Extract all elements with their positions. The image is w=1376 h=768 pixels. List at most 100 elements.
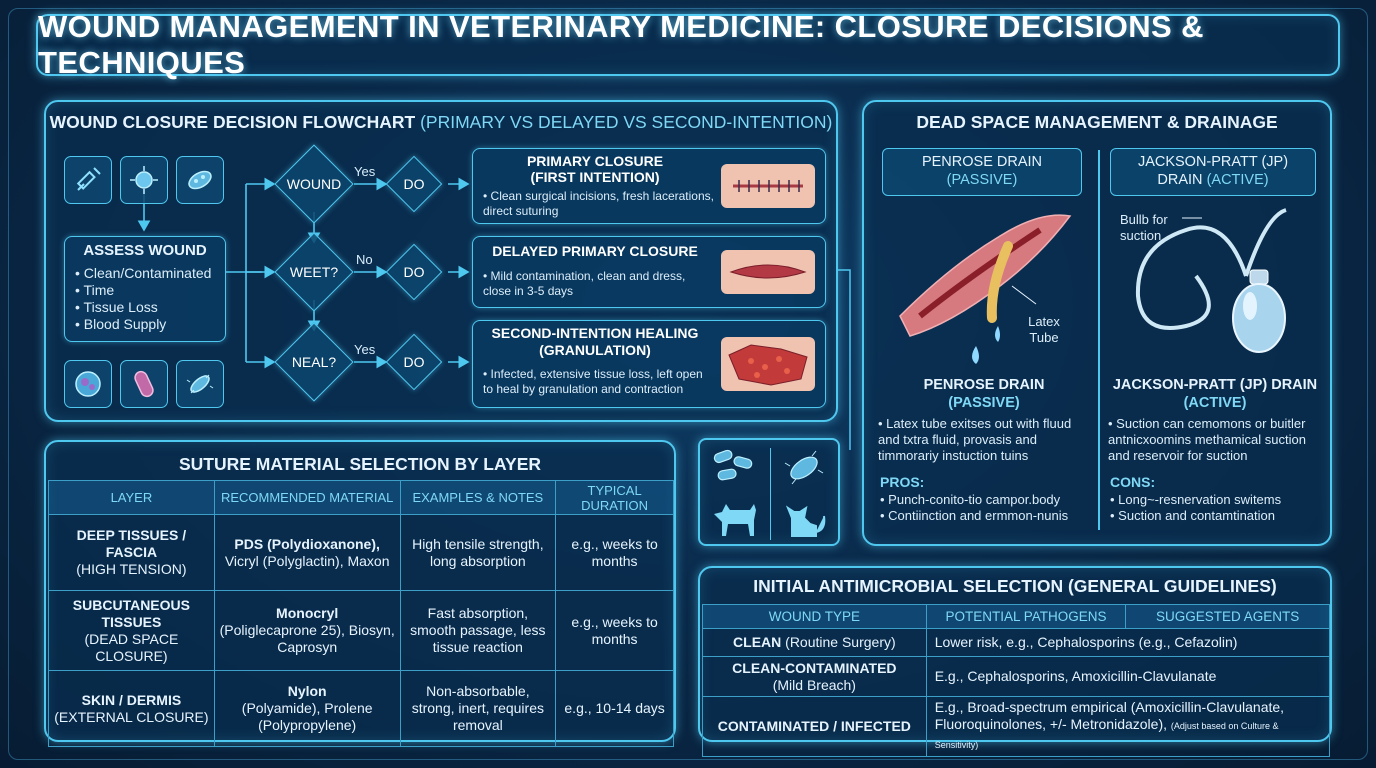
table-row: CLEAN (Routine Surgery) Lower risk, e.g.…	[702, 628, 1331, 657]
flowchart-title-main: WOUND CLOSURE DECISION FLOWCHART	[49, 112, 416, 132]
assess-wound-list: Clean/Contaminated Time Tissue Loss Bloo…	[65, 265, 225, 333]
granulation-wound-image	[721, 337, 815, 391]
granulation-thumb	[721, 337, 815, 391]
penrose-description: • Latex tube exitses out with fluud and …	[878, 416, 1072, 463]
decision-label-weet: WEET?	[289, 264, 339, 280]
drain-divider	[1098, 150, 1100, 530]
material-main: Monocryl	[276, 605, 339, 621]
layer-sub: (EXTERNAL CLOSURE)	[54, 708, 209, 725]
flagellate-tile	[176, 360, 224, 408]
penrose-callout: Latex Tube	[1028, 314, 1060, 345]
panel-connector	[838, 269, 851, 450]
assess-wound-box: ASSESS WOUND Clean/Contaminated Time Tis…	[64, 236, 226, 342]
open-wound-image	[721, 250, 815, 294]
antimicrobial-header-cell: POTENTIAL PATHOGENS	[925, 604, 1127, 629]
flowchart-subtitle: (PRIMARY VS DELAYED VS SECOND-INTENTION)	[420, 112, 833, 132]
penrose-head: PENROSE DRAIN (PASSIVE)	[882, 148, 1082, 196]
material-cell: Monocryl(Poliglecaprone 25), Biosyn, Cap…	[213, 590, 401, 671]
dead-space-title: DEAD SPACE MANAGEMENT & DRAINAGE	[916, 112, 1278, 132]
agents-cell: E.g., Broad-spectrum empirical (Amoxicil…	[925, 696, 1331, 757]
jp-callout: Bullb for suction	[1120, 212, 1168, 243]
bacillus-icon	[134, 370, 154, 398]
syringe-icon	[76, 167, 101, 191]
flagellate-icon	[186, 374, 214, 394]
jp-head-sub: DRAIN (ACTIVE)	[1111, 171, 1315, 189]
action-label: DO	[403, 176, 425, 192]
open-wound-thumb	[721, 250, 815, 294]
edge-label-no: No	[356, 252, 373, 267]
suture-title: SUTURE MATERIAL SELECTION BY LAYER	[178, 454, 542, 474]
antimicrobial-table: WOUND TYPE POTENTIAL PATHOGENS SUGGESTED…	[702, 604, 1331, 757]
outcome-text: • Mild contamination, clean and dress, c…	[483, 269, 686, 298]
flowchart-title: WOUND CLOSURE DECISION FLOWCHART (PRIMAR…	[46, 112, 836, 133]
penrose-head-title: PENROSE DRAIN	[921, 154, 1043, 170]
outcome-delayed-closure: DELAYED PRIMARY CLOSURE • Mild contamina…	[472, 236, 826, 308]
layer-sub: (DEAD SPACE CLOSURE)	[84, 630, 179, 664]
table-row: CLEAN-CONTAMINATED(Mild Breach) E.g., Ce…	[702, 656, 1331, 697]
material-main: PDS (Polydioxanone),	[234, 535, 380, 552]
list-item: Suction and contamtination	[1110, 508, 1324, 524]
penrose-drain-illustration	[899, 214, 1072, 364]
bacteria-cluster-icon	[713, 449, 753, 481]
duration-cell: e.g., weeks to months	[555, 514, 674, 591]
penrose-label-title: PENROSE DRAIN	[923, 377, 1045, 393]
outcome-subtitle: (FIRST INTENTION)	[530, 169, 660, 185]
agents-cell: Lower risk, e.g., Cephalosporins (e.g., …	[925, 628, 1331, 657]
suture-header-row: LAYER RECOMMENDED MATERIAL EXAMPLES & NO…	[48, 480, 674, 515]
suture-header-cell: EXAMPLES & NOTES	[399, 480, 557, 515]
antimicrobial-panel: INITIAL ANTIMICROBIAL SELECTION (GENERAL…	[698, 566, 1332, 757]
bacteria-cell-icon	[130, 166, 158, 194]
list-item: Contiinction and ermmon-nunis	[880, 508, 1094, 524]
jp-description-text: Suction can cemomons or buitler antnicxo…	[1108, 416, 1306, 463]
flowchart-panel: WOUND CLOSURE DECISION FLOWCHART (PRIMAR…	[44, 100, 838, 422]
outcome-title: DELAYED PRIMARY CLOSURE	[492, 243, 698, 259]
outcome-text-value: Infected, extensive tissue loss, left op…	[483, 367, 703, 396]
outcome-text: • Infected, extensive tissue loss, left …	[483, 367, 703, 396]
material-main: Nylon	[287, 683, 327, 699]
jp-label-title: JACKSON-PRATT (JP) DRAIN	[1112, 377, 1318, 393]
suture-table: LAYER RECOMMENDED MATERIAL EXAMPLES & NO…	[48, 480, 674, 747]
agents-text: E.g., Broad-spectrum empirical (Amoxicil…	[934, 699, 1285, 732]
table-row: SUBCUTANEOUS TISSUES(DEAD SPACE CLOSURE)…	[48, 590, 674, 671]
wound-type-cell: CONTAMINATED / INFECTED	[702, 696, 927, 757]
layer-sub: (HIGH TENSION)	[76, 561, 187, 577]
suture-header-cell: RECOMMENDED MATERIAL	[213, 480, 401, 515]
germ-icon	[188, 170, 212, 190]
agents-note: (Adjust based on Culture & Sensitivity)	[934, 721, 1279, 750]
wound-type-sub: (Routine Surgery)	[785, 634, 896, 650]
notes-cell: High tensile strength, long absorption	[399, 514, 557, 591]
outcome-title: SECOND-INTENTION HEALING	[491, 325, 699, 341]
jp-cons-label: CONS:	[1110, 474, 1156, 490]
decision-label-wound: WOUND	[286, 176, 342, 192]
penrose-description-text: Latex tube exitses out with fluud and tx…	[878, 416, 1072, 463]
edge-label-yes: Yes	[354, 164, 376, 179]
germ-icon	[784, 450, 824, 485]
penrose-head-sub: (PASSIVE)	[946, 172, 1018, 188]
penrose-label: PENROSE DRAIN (PASSIVE)	[882, 376, 1086, 412]
layer-cell: DEEP TISSUES / FASCIA(HIGH TENSION)	[48, 514, 215, 591]
wound-type-main: CONTAMINATED / INFECTED	[717, 718, 911, 734]
jp-cons-list: Long~-resnervation switems Suction and c…	[1110, 492, 1324, 524]
outcome-text-value: Clean surgical incisions, fresh lacerati…	[483, 189, 714, 218]
cat-icon	[785, 505, 826, 537]
assess-item: Tissue Loss	[75, 299, 225, 316]
agents-cell: E.g., Cephalosporins, Amoxicillin-Clavul…	[925, 656, 1331, 697]
outcome-text-value: Mild contamination, clean and dress, clo…	[483, 269, 686, 298]
wound-type-main: CLEAN-CONTAMINATED	[732, 659, 897, 676]
suture-header-cell: LAYER	[48, 480, 215, 515]
layer-cell: SUBCUTANEOUS TISSUES(DEAD SPACE CLOSURE)	[48, 590, 215, 671]
wound-type-cell: CLEAN-CONTAMINATED(Mild Breach)	[702, 656, 927, 697]
penrose-pros-label: PROS:	[880, 474, 925, 490]
action-label: DO	[403, 264, 425, 280]
jp-label-sub: (ACTIVE)	[1183, 395, 1247, 411]
jp-head-title: JACKSON-PRATT (JP)	[1137, 154, 1289, 170]
decision-label-neal: NEAL?	[291, 354, 337, 370]
antimicrobial-title: INITIAL ANTIMICROBIAL SELECTION (GENERAL…	[753, 576, 1277, 596]
animal-icons-panel	[698, 438, 840, 546]
material-cell: PDS (Polydioxanone),Vicryl (Polyglactin)…	[213, 514, 401, 591]
notes-cell: Non-absorbable, strong, inert, requires …	[399, 670, 557, 747]
jp-description: • Suction can cemomons or buitler antnic…	[1108, 416, 1306, 463]
layer-cell: SKIN / DERMIS(EXTERNAL CLOSURE)	[48, 670, 215, 747]
edge-label-yes: Yes	[354, 342, 376, 357]
wound-type-cell: CLEAN (Routine Surgery)	[702, 628, 927, 657]
